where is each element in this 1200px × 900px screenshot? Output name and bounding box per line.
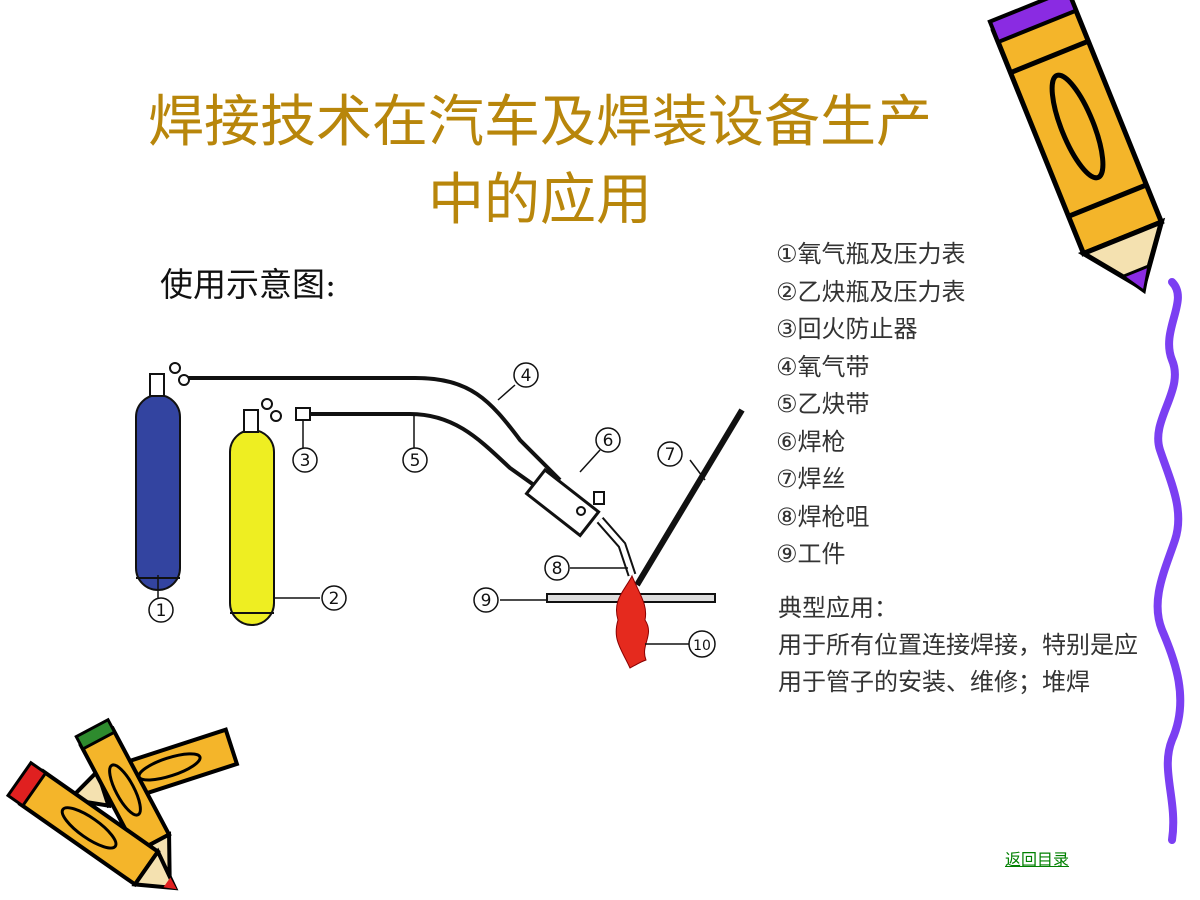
acetylene-cylinder: [229, 398, 311, 626]
marker-4: 4: [513, 362, 539, 388]
svg-text:8: 8: [552, 559, 563, 579]
title-line-1: 焊接技术在汽车及焊装设备生产: [148, 90, 932, 155]
legend-item: ⑤乙炔带: [776, 390, 870, 418]
crayon-pencil-icon: [987, 0, 1166, 295]
leader-lines: [157, 384, 706, 645]
legend-item: ⑧焊枪咀: [776, 502, 870, 531]
oxygen-cylinder: [135, 362, 190, 591]
usage-heading: 典型应用：: [778, 594, 898, 622]
oxygen-hose: [185, 376, 562, 482]
legend-item: ②乙炔瓶及压力表: [776, 277, 966, 306]
diagram-legend: ①氧气瓶及压力表 ②乙炔瓶及压力表 ③回火防止器 ④氧气带 ⑤乙炔带 ⑥焊枪 ⑦…: [776, 236, 966, 574]
welding-torch: [524, 467, 637, 577]
legend-item: ⑥焊枪: [776, 427, 846, 456]
svg-text:9: 9: [481, 591, 492, 611]
svg-text:4: 4: [521, 366, 532, 386]
legend-item: ⑨工件: [776, 540, 846, 568]
marker-8: 8: [544, 555, 570, 581]
usage-body: 用于所有位置连接焊接，特别是应用于管子的安装、维修；堆焊: [778, 631, 1138, 696]
crayon-pencil-icon: [5, 760, 179, 891]
diagram-caption: 使用示意图:: [160, 265, 337, 304]
legend-item: ①氧气瓶及压力表: [776, 240, 966, 268]
legend-item: ④氧气带: [776, 352, 870, 381]
svg-text:6: 6: [603, 431, 614, 451]
acetylene-hose: [310, 412, 550, 497]
legend-item: ⑦焊丝: [776, 465, 846, 493]
filler-wire: [634, 408, 745, 587]
svg-text:5: 5: [410, 451, 421, 471]
marker-9: 9: [473, 587, 499, 613]
marker-6: 6: [595, 427, 621, 453]
marker-3: 3: [292, 447, 318, 473]
title-line-2: 中的应用: [428, 168, 652, 233]
legend-item: ③回火防止器: [776, 315, 918, 343]
back-to-contents-link[interactable]: 返回目录: [1005, 850, 1070, 869]
marker-7: 7: [657, 441, 683, 467]
marker-10: 10: [688, 630, 716, 658]
marker-1: 1: [148, 597, 174, 623]
usage-section: 典型应用： 用于所有位置连接焊接，特别是应用于管子的安装、维修；堆焊: [778, 590, 1138, 701]
svg-text:3: 3: [300, 451, 311, 471]
marker-2: 2: [321, 585, 347, 611]
marker-5: 5: [402, 447, 428, 473]
slide-title: 焊接技术在汽车及焊装设备生产 中的应用: [80, 84, 1000, 240]
wavy-line-icon: [1153, 278, 1185, 844]
svg-text:10: 10: [693, 638, 711, 654]
flame: [615, 574, 650, 669]
svg-text:1: 1: [156, 601, 167, 621]
svg-text:2: 2: [329, 589, 340, 609]
svg-text:7: 7: [665, 445, 676, 465]
